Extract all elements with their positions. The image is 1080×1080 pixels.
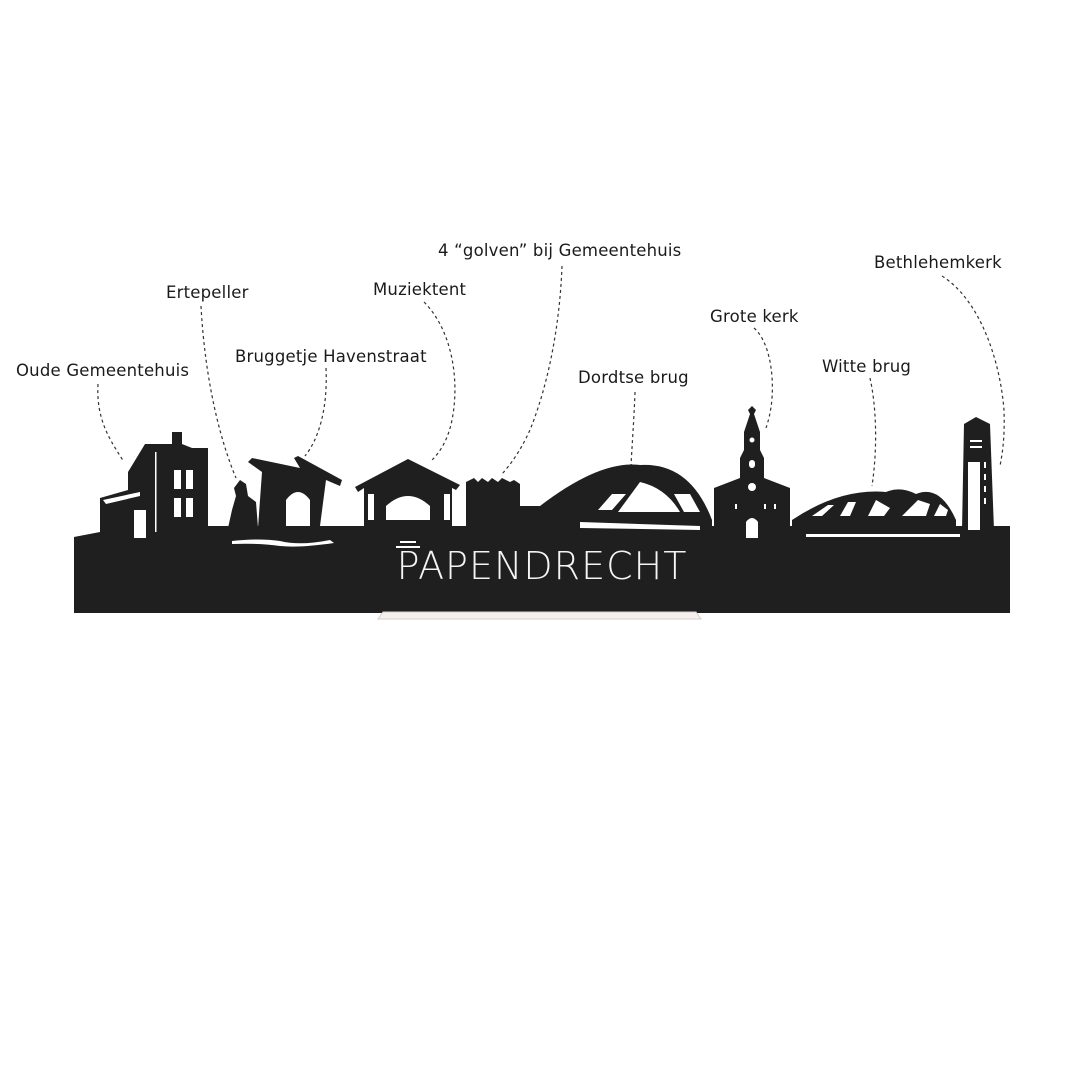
leader-ertepeller [200,305,237,479]
leader-muziektent [423,301,456,461]
leader-dordtse-brug [630,391,636,467]
leader-bethlehemkerk [941,275,1005,467]
label-ertepeller: Ertepeller [166,283,249,302]
label-witte-brug: Witte brug [822,357,912,376]
leader-bruggetje [304,367,327,457]
product-title: PAPENDRECHT [396,544,688,588]
display-stand [377,611,702,620]
leader-witte-brug [869,377,877,487]
leader-golven [501,265,563,475]
label-dordtse-brug: Dordtse brug [578,368,689,387]
label-bethlehemkerk: Bethlehemkerk [874,253,1002,272]
label-oude-gemeentehuis: Oude Gemeentehuis [16,361,190,380]
leader-oude-gemeentehuis [97,383,125,463]
leader-lines [97,265,1005,487]
leader-grote-kerk [753,327,773,429]
label-golven: 4 “golven” bij Gemeentehuis [438,241,682,260]
label-muziektent: Muziektent [373,280,467,299]
label-bruggetje-havenstraat: Bruggetje Havenstraat [235,347,427,366]
skyline-silhouette [74,406,1010,620]
label-grote-kerk: Grote kerk [710,307,799,326]
